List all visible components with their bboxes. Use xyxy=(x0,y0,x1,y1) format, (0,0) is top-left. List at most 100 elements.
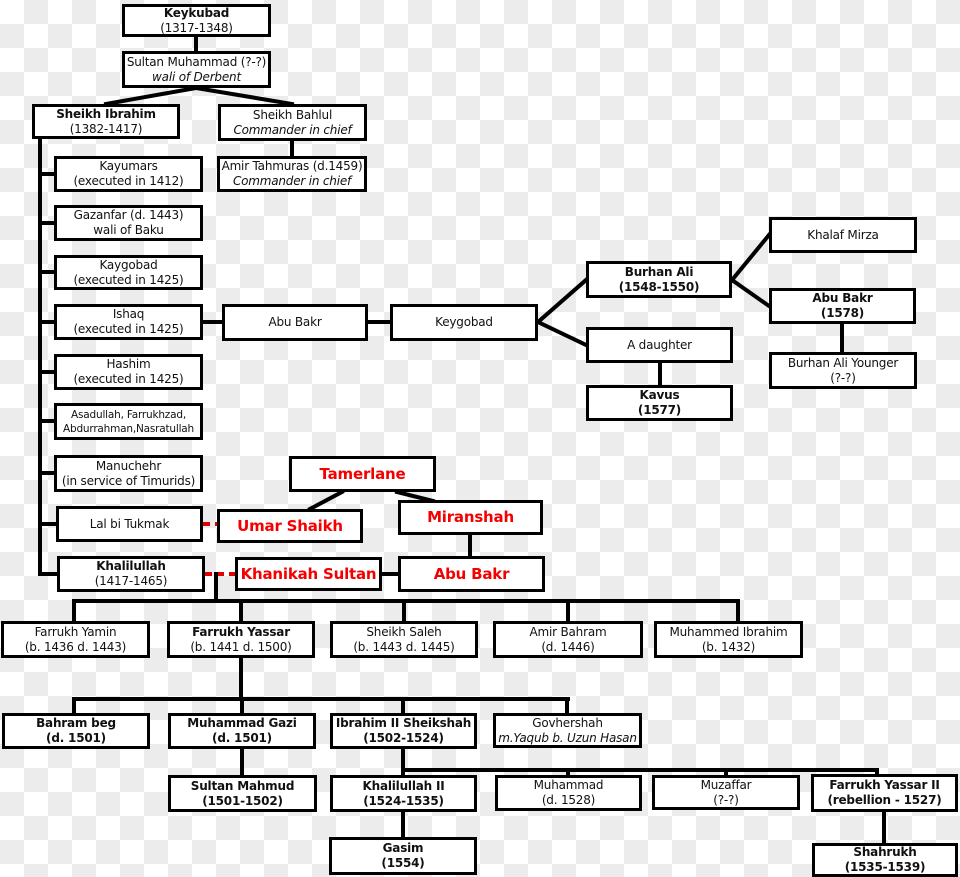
node-asadullah-group-detail: Abdurrahman,Nasratullah xyxy=(63,422,194,435)
node-muhammad-gazi-detail: (d. 1501) xyxy=(212,731,272,745)
node-gazanfar-detail: wali of Baku xyxy=(93,223,164,237)
node-sheikh-saleh-name: Sheikh Saleh xyxy=(366,624,442,639)
node-farrukh-yamin: Farrukh Yamin(b. 1436 d. 1443) xyxy=(1,621,150,658)
node-ishaq-detail: (executed in 1425) xyxy=(73,322,184,336)
node-sultan-mahmud-detail: (1501-1502) xyxy=(202,793,283,808)
node-hashim-detail: (executed in 1425) xyxy=(73,372,184,386)
node-gazanfar-name: Gazanfar (d. 1443) xyxy=(73,208,184,222)
node-kavus-detail: (1577) xyxy=(637,403,682,417)
node-lal-bi-tukmak: Lal bi Tukmak xyxy=(56,506,203,542)
node-bahram-beg: Bahram beg(d. 1501) xyxy=(2,713,150,749)
node-burhan-ali-name: Burhan Ali xyxy=(624,264,694,279)
node-khalilullah-name: Khalilullah xyxy=(96,559,166,573)
node-khalilullah-ii-name: Khalilullah II xyxy=(362,778,445,793)
node-keykubad: Keykubad(1317-1348) xyxy=(122,4,271,37)
node-khalilullah-ii: Khalilullah II(1524-1535) xyxy=(330,775,477,812)
edge-sultan-muhammad-sheikh-bahlul xyxy=(193,85,295,107)
node-gasim-detail: (1554) xyxy=(381,856,425,870)
node-farrukh-yassar: Farrukh Yassar(b. 1441 d. 1500) xyxy=(167,621,315,658)
node-hashim-name: Hashim xyxy=(106,357,151,371)
node-kaygobad-name: Kaygobad xyxy=(99,257,158,272)
node-ibrahim-ii-sheikshah: Ibrahim II Sheikshah(1502-1524) xyxy=(330,713,477,749)
node-sultan-mahmud: Sultan Mahmud(1501-1502) xyxy=(168,775,317,812)
node-khalaf-mirza: Khalaf Mirza xyxy=(769,217,917,253)
node-shahrukh: Shahrukh(1535-1539) xyxy=(812,843,958,877)
node-keygobad-2: Keygobad xyxy=(390,304,538,341)
node-keygobad-2-name: Keygobad xyxy=(435,315,493,329)
node-kayumars: Kayumars(executed in 1412) xyxy=(54,156,203,192)
node-burhan-ali-younger-name: Burhan Ali Younger xyxy=(787,355,899,370)
node-burhan-ali-detail: (1548-1550) xyxy=(618,279,700,294)
node-muhammad: Muhammad(d. 1528) xyxy=(495,775,642,811)
edge-burhan-ali-abu-bakr-1578 xyxy=(729,277,772,309)
node-sultan-muhammad: Sultan Muhammad (?-?)wali of Derbent xyxy=(122,51,271,88)
node-burhan-ali: Burhan Ali(1548-1550) xyxy=(586,261,732,298)
node-keykubad-detail: (1317-1348) xyxy=(160,20,233,35)
node-amir-tahmuras-name: Amir Tahmuras (d.1459) xyxy=(221,159,363,173)
node-muhammad-gazi: Muhammad Gazi(d. 1501) xyxy=(168,713,316,749)
node-muhammad-name: Muhammad xyxy=(533,778,604,792)
node-farrukh-yamin-detail: (b. 1436 d. 1443) xyxy=(24,639,127,654)
node-sheikh-ibrahim-name: Sheikh Ibrahim xyxy=(56,106,156,121)
node-farrukh-yassar-ii: Farrukh Yassar II(rebellion - 1527) xyxy=(811,774,958,812)
node-abu-bakr-1578: Abu Bakr(1578) xyxy=(769,288,916,324)
node-umar-shaikh-name: Umar Shaikh xyxy=(237,516,343,535)
node-khalilullah: Khalilullah(1417-1465) xyxy=(57,556,205,592)
node-asadullah-group: Asadullah, Farrukhzad,Abdurrahman,Nasrat… xyxy=(54,403,203,440)
node-muhammed-ibrahim: Muhammed Ibrahim(b. 1432) xyxy=(654,621,803,658)
node-gasim: Gasim(1554) xyxy=(329,837,477,875)
node-amir-bahram-name: Amir Bahram xyxy=(529,624,607,639)
node-sultan-muhammad-name: Sultan Muhammad (?-?) xyxy=(126,54,267,69)
node-khanikah-sultan: Khanikah Sultan xyxy=(235,557,382,591)
node-sheikh-saleh: Sheikh Saleh(b. 1443 d. 1445) xyxy=(330,621,478,658)
edge-sultan-muhammad-sheikh-ibrahim xyxy=(103,85,199,107)
node-khanikah-sultan-name: Khanikah Sultan xyxy=(240,564,377,583)
node-kaygobad-detail: (executed in 1425) xyxy=(73,272,184,287)
node-abu-bakr-name: Abu Bakr xyxy=(268,315,322,329)
node-shahrukh-name: Shahrukh xyxy=(853,845,917,859)
node-manuchehr-detail: (in service of Timurids) xyxy=(61,473,196,488)
node-ibrahim-ii-sheikshah-name: Ibrahim II Sheikshah xyxy=(335,716,472,730)
node-govhershah-name: Govhershah xyxy=(532,715,603,730)
node-farrukh-yassar-name: Farrukh Yassar xyxy=(192,624,290,639)
node-amir-tahmuras: Amir Tahmuras (d.1459)Commander in chief xyxy=(217,156,367,192)
node-keykubad-name: Keykubad xyxy=(163,5,230,20)
node-muzaffar: Muzaffar(?-?) xyxy=(652,775,800,810)
node-miranshah-name: Miranshah xyxy=(427,508,514,526)
node-abu-bakr: Abu Bakr xyxy=(222,304,368,341)
node-farrukh-yamin-name: Farrukh Yamin xyxy=(34,624,117,639)
node-burhan-ali-younger-detail: (?-?) xyxy=(830,370,856,385)
node-muhammad-gazi-name: Muhammad Gazi xyxy=(187,716,297,730)
node-abu-bakr-timurid: Abu Bakr xyxy=(398,556,545,592)
node-muhammad-detail: (d. 1528) xyxy=(541,793,596,807)
node-abu-bakr-timurid-name: Abu Bakr xyxy=(433,564,510,583)
node-umar-shaikh: Umar Shaikh xyxy=(217,509,363,543)
node-kayumars-detail: (executed in 1412) xyxy=(73,174,184,188)
node-muhammed-ibrahim-name: Muhammed Ibrahim xyxy=(669,624,788,639)
node-muhammed-ibrahim-detail: (b. 1432) xyxy=(701,639,756,654)
node-sheikh-bahlul-detail: Commander in chief xyxy=(233,122,352,137)
node-ibrahim-ii-sheikshah-detail: (1502-1524) xyxy=(363,731,444,745)
node-ishaq-name: Ishaq xyxy=(112,307,145,321)
node-amir-bahram: Amir Bahram(d. 1446) xyxy=(493,621,643,658)
node-tamerlane-name: Tamerlane xyxy=(319,464,406,483)
edge-keygobad-a-daughter xyxy=(535,319,589,348)
node-govhershah-detail: m.Yaqub b. Uzun Hasan xyxy=(498,730,637,745)
node-abu-bakr-1578-name: Abu Bakr xyxy=(812,291,873,305)
node-farrukh-yassar-ii-name: Farrukh Yassar II xyxy=(829,778,940,792)
node-hashim: Hashim(executed in 1425) xyxy=(54,354,203,390)
node-bahram-beg-detail: (d. 1501) xyxy=(46,731,106,745)
node-ishaq: Ishaq(executed in 1425) xyxy=(54,304,203,340)
node-gazanfar: Gazanfar (d. 1443)wali of Baku xyxy=(54,205,203,241)
edge-tamerlane-miranshah xyxy=(394,489,436,504)
node-miranshah: Miranshah xyxy=(398,500,543,535)
node-khalilullah-ii-detail: (1524-1535) xyxy=(363,793,444,808)
node-bahram-beg-name: Bahram beg xyxy=(36,716,116,730)
node-kaygobad: Kaygobad(executed in 1425) xyxy=(54,255,203,290)
node-sheikh-saleh-detail: (b. 1443 d. 1445) xyxy=(353,639,455,654)
node-muzaffar-detail: (?-?) xyxy=(713,792,739,807)
node-tamerlane: Tamerlane xyxy=(289,456,436,492)
